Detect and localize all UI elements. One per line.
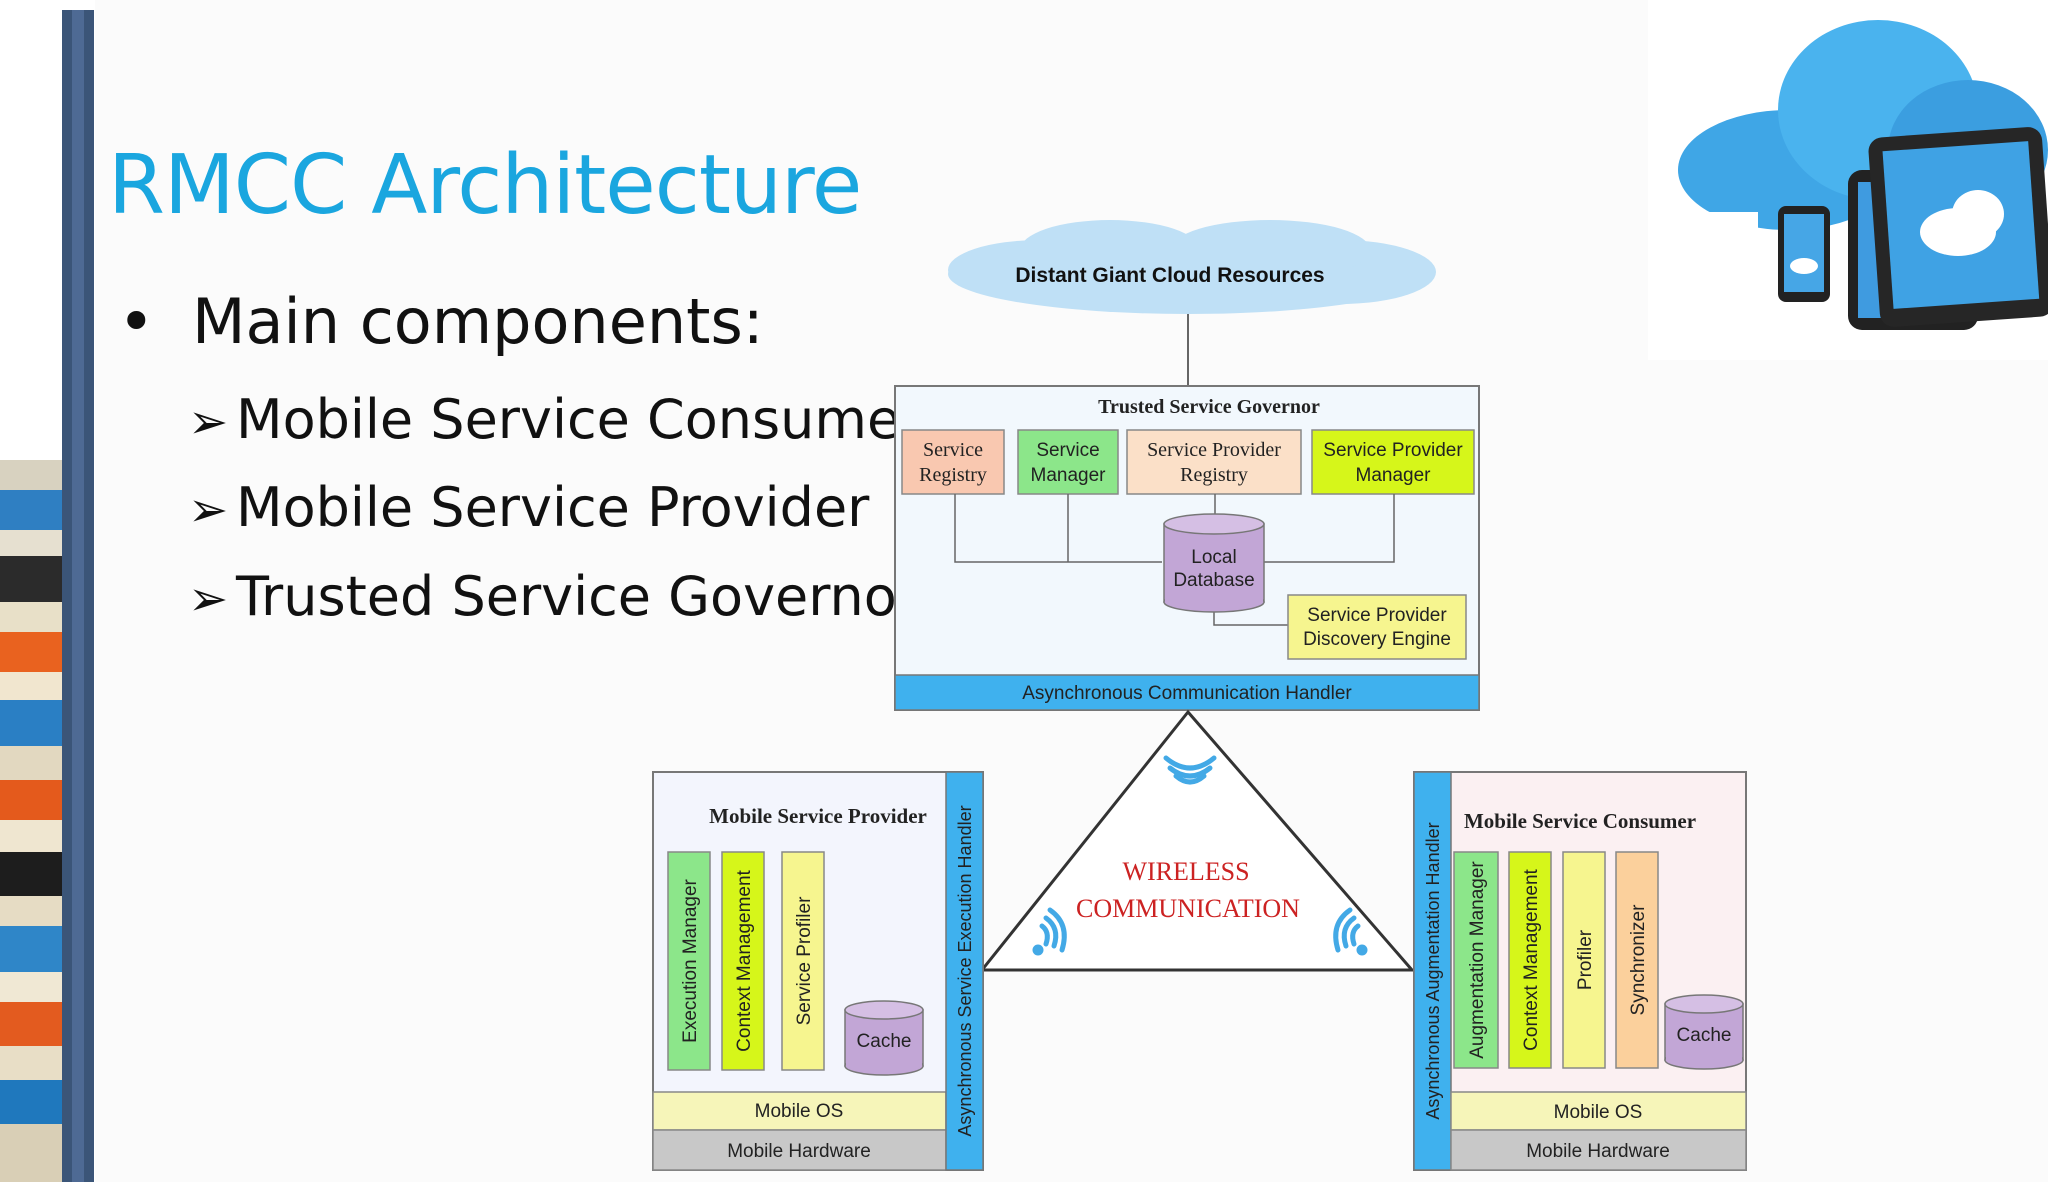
wireless-label-1: WIRELESS: [1122, 857, 1249, 886]
provider-hardware-label: Mobile Hardware: [727, 1141, 871, 1162]
discovery-engine-label-2: Discovery Engine: [1303, 629, 1451, 650]
bullet-dot: •: [118, 285, 155, 358]
execution-manager-label: Execution Manager: [680, 878, 701, 1042]
provider-cache-label: Cache: [857, 1031, 912, 1052]
provider-box: [652, 771, 984, 1171]
governor-box: [894, 385, 1480, 711]
wifi-icon-top: [1163, 755, 1217, 785]
arrow-bullet-icon: ➢: [188, 394, 229, 450]
service-manager-label-1: Service: [1036, 440, 1099, 461]
comm-handler-label: Asynchronous Communication Handler: [1022, 683, 1352, 704]
books-decoration: [0, 0, 95, 1182]
sub-item-provider: ➢Mobile Service Provider: [188, 476, 869, 539]
provider-manager-box: [1311, 429, 1475, 495]
profiler-label: Profiler: [1575, 929, 1596, 990]
local-database-label-2: Database: [1173, 570, 1254, 591]
service-profiler-box: [781, 851, 825, 1071]
consumer-title: Mobile Service Consumer: [1464, 809, 1696, 833]
consumer-os-bar: [1450, 1091, 1747, 1131]
discovery-engine-box: [1287, 594, 1467, 660]
sub-item-text: Trusted Service Governor: [236, 565, 919, 628]
governor-connectors: [954, 494, 1395, 626]
bullet-main-components: • Main components:: [118, 285, 764, 358]
consumer-cache-label: Cache: [1677, 1025, 1732, 1046]
service-manager-box: [1017, 429, 1119, 495]
consumer-hardware-bar: [1450, 1129, 1747, 1171]
governor-title: Trusted Service Governor: [1098, 396, 1320, 418]
augmentation-manager-label: Augmentation Manager: [1467, 861, 1488, 1059]
cloud-devices-illustration: [1648, 0, 2048, 360]
sub-item-text: Mobile Service Provider: [236, 476, 870, 539]
bullet-text: Main components:: [192, 285, 764, 358]
service-profiler-label: Service Profiler: [794, 896, 815, 1025]
consumer-os-label: Mobile OS: [1554, 1102, 1643, 1123]
provider-registry-label-1: Service Provider: [1147, 439, 1281, 461]
provider-title: Mobile Service Provider: [709, 804, 927, 828]
slide-title: RMCC Architecture: [108, 138, 862, 233]
service-registry-label-1: Service: [923, 439, 983, 461]
provider-manager-label-1: Service Provider: [1323, 440, 1463, 461]
consumer-hardware-label: Mobile Hardware: [1526, 1141, 1670, 1162]
consumer-handler-label: Asynchronous Augmentation Handler: [1423, 822, 1443, 1119]
cloud-label: Distant Giant Cloud Resources: [1015, 264, 1324, 287]
provider-os-label: Mobile OS: [755, 1101, 844, 1122]
provider-handler-label: Asynchronous Service Execution Handler: [955, 805, 975, 1136]
discovery-engine-label-1: Service Provider: [1307, 605, 1447, 626]
wireless-triangle: [978, 709, 1416, 972]
context-management-label: Context Management: [734, 869, 755, 1051]
wireless-label-2: COMMUNICATION: [1076, 894, 1300, 923]
provider-cache-cylinder: [844, 1000, 924, 1076]
provider-hardware-bar: [652, 1129, 947, 1171]
provider-registry-label-2: Registry: [1180, 464, 1248, 486]
local-database-label-1: Local: [1191, 547, 1236, 568]
consumer-cache-cylinder: [1664, 994, 1744, 1070]
sub-item-consumer: ➢Mobile Service Consumer: [188, 388, 922, 451]
augmentation-manager-box: [1453, 851, 1499, 1069]
service-registry-label-2: Registry: [919, 464, 987, 486]
comm-handler-bar: [894, 674, 1480, 711]
synchronizer-label: Synchronizer: [1628, 904, 1649, 1016]
service-manager-label-2: Manager: [1031, 465, 1107, 486]
sub-item-governor: ➢Trusted Service Governor: [188, 565, 919, 628]
cloud-shape: [948, 220, 1436, 314]
consumer-handler-bar: [1413, 771, 1452, 1171]
provider-os-bar: [652, 1091, 947, 1131]
context-management-box: [721, 851, 765, 1071]
provider-handler-bar: [945, 771, 984, 1171]
provider-registry-box: [1126, 429, 1302, 495]
profiler-box: [1562, 851, 1606, 1069]
arrow-bullet-icon: ➢: [188, 482, 229, 538]
wifi-icon-right: [1333, 907, 1368, 956]
consumer-context-box: [1508, 851, 1552, 1069]
sub-item-text: Mobile Service Consumer: [236, 388, 923, 451]
execution-manager-box: [667, 851, 711, 1071]
local-database-cylinder: [1163, 513, 1265, 613]
wifi-icon-left: [1032, 907, 1067, 956]
synchronizer-box: [1615, 851, 1659, 1069]
consumer-box: [1413, 771, 1747, 1171]
provider-manager-label-2: Manager: [1356, 465, 1432, 486]
arrow-bullet-icon: ➢: [188, 571, 229, 627]
consumer-context-label: Context Management: [1521, 868, 1542, 1050]
